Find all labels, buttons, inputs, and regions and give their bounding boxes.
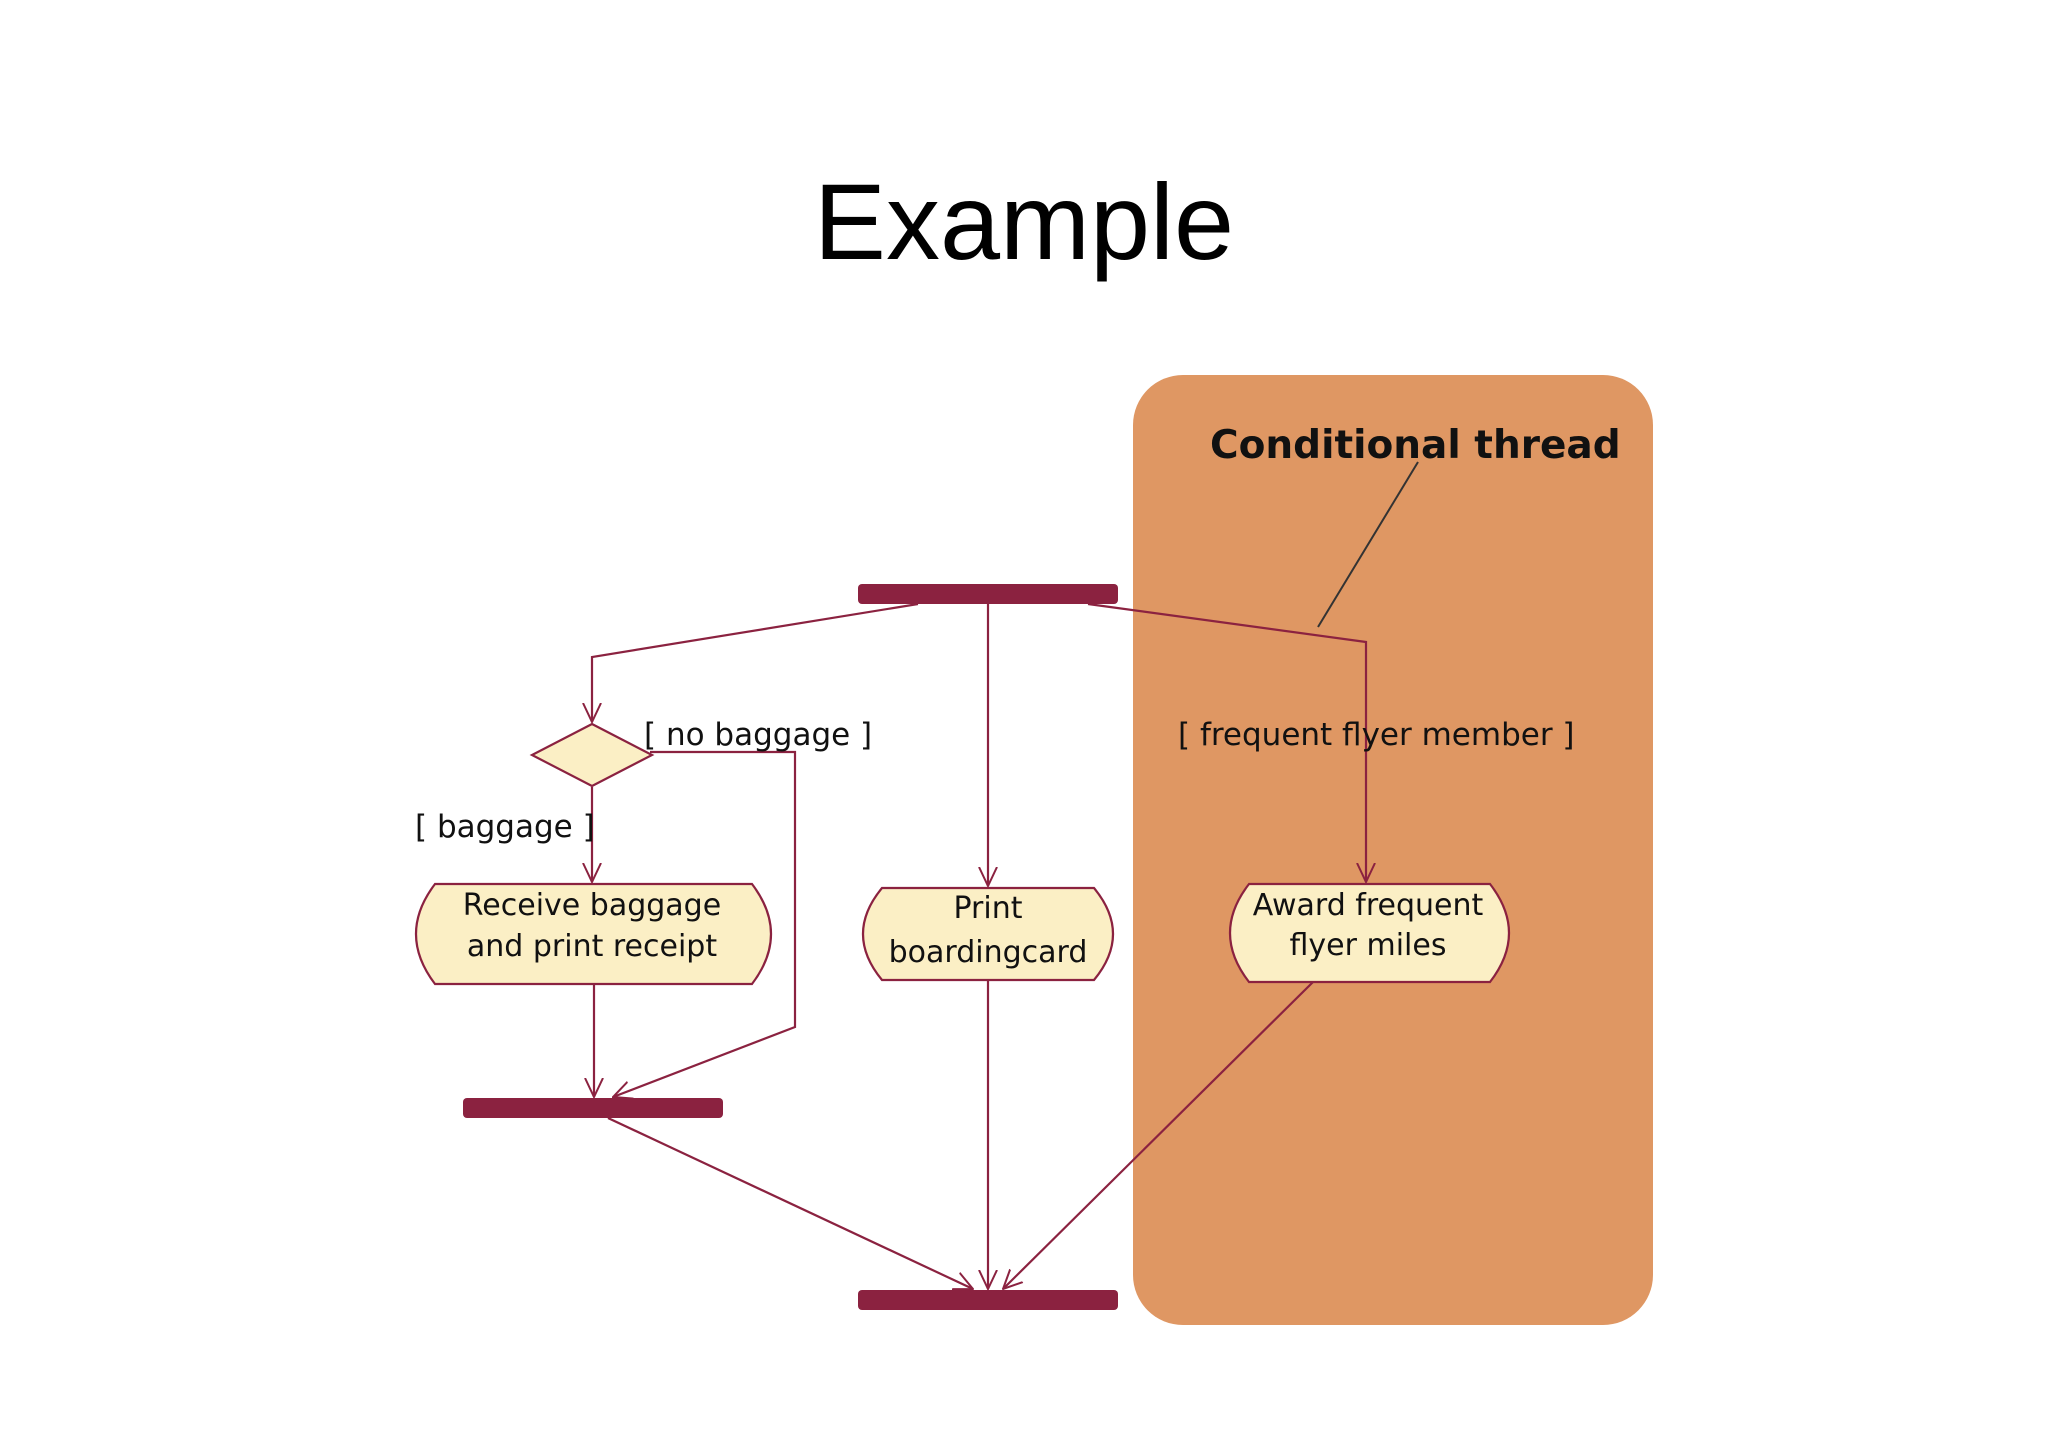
activity-print-boarding-line2: boardingcard xyxy=(889,935,1088,970)
conditional-thread-region xyxy=(1133,375,1653,1325)
activity-receive-baggage: Receive baggage and print receipt xyxy=(415,882,772,986)
activity-award-miles: Award frequent flyer miles xyxy=(1229,882,1510,984)
edge-no-baggage-to-join xyxy=(613,750,797,1097)
guard-no-baggage: [ no baggage ] xyxy=(644,717,872,753)
activity-print-boarding: Print boardingcard xyxy=(862,886,1114,982)
activity-receive-baggage-line2: and print receipt xyxy=(467,929,717,964)
join-bar-left xyxy=(463,1098,723,1118)
note-anchor-line xyxy=(1317,461,1419,628)
conditional-thread-label: Conditional thread xyxy=(1210,423,1621,468)
slide-title: Example xyxy=(813,161,1235,282)
edge-award-to-final xyxy=(1003,981,1314,1289)
activity-award-miles-line2: flyer miles xyxy=(1290,928,1447,963)
activity-award-miles-line1: Award frequent xyxy=(1253,888,1484,923)
guard-baggage: [ baggage ] xyxy=(415,809,595,845)
edge-join-to-final xyxy=(607,1117,973,1289)
fork-bar-top xyxy=(858,584,1118,604)
edge-fork-to-decision xyxy=(592,602,919,722)
guard-frequent-flyer: [ frequent flyer member ] xyxy=(1178,717,1575,753)
activity-print-boarding-line1: Print xyxy=(953,891,1022,926)
edge-fork-to-award xyxy=(1087,602,1366,882)
activity-receive-baggage-line1: Receive baggage xyxy=(463,888,721,923)
decision-diamond xyxy=(529,722,655,788)
join-bar-bottom xyxy=(858,1290,1118,1310)
